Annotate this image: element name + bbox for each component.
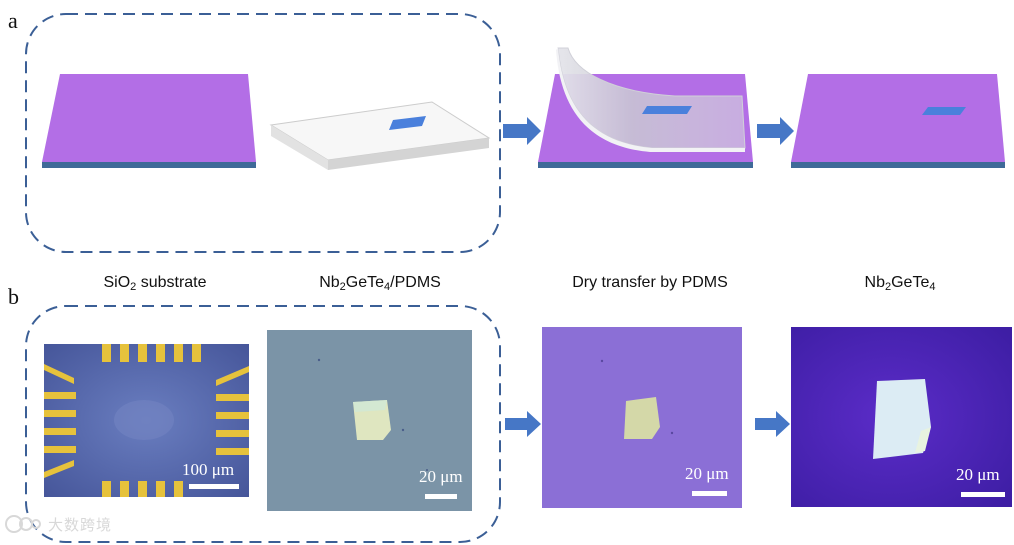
pdms-block — [271, 102, 489, 170]
watermark-text: 大数跨境 — [48, 514, 112, 535]
scale-bar-pdms — [425, 494, 457, 499]
substrate-transfer — [538, 48, 753, 168]
scale-label-transfer: 20 μm — [685, 464, 729, 484]
substrate-sio2 — [42, 74, 256, 168]
micrograph-final: 20 μm — [791, 327, 1012, 507]
schematic-panel-a — [0, 0, 1014, 270]
micrograph-transfer: 20 μm — [542, 327, 742, 508]
scale-bar-transfer — [692, 491, 727, 496]
scale-bar-final — [961, 492, 1005, 497]
watermark: 大数跨境 — [4, 512, 112, 536]
arrow-1 — [503, 117, 541, 145]
micrograph-pdms: 20 μm — [267, 330, 472, 511]
arrow-3 — [505, 411, 541, 437]
micrograph-device: 100 μm — [44, 344, 249, 497]
arrow-4 — [755, 411, 790, 437]
watermark-logo-icon — [4, 512, 44, 536]
scale-label-final: 20 μm — [956, 465, 1000, 485]
scale-bar-device — [189, 484, 239, 489]
flake-transfer — [642, 106, 692, 114]
flake-final — [922, 107, 966, 115]
scale-label-pdms: 20 μm — [419, 467, 463, 487]
scale-label-device: 100 μm — [182, 460, 234, 480]
arrow-2 — [757, 117, 794, 145]
substrate-final — [791, 74, 1005, 168]
flake-image-transfer — [624, 397, 660, 439]
